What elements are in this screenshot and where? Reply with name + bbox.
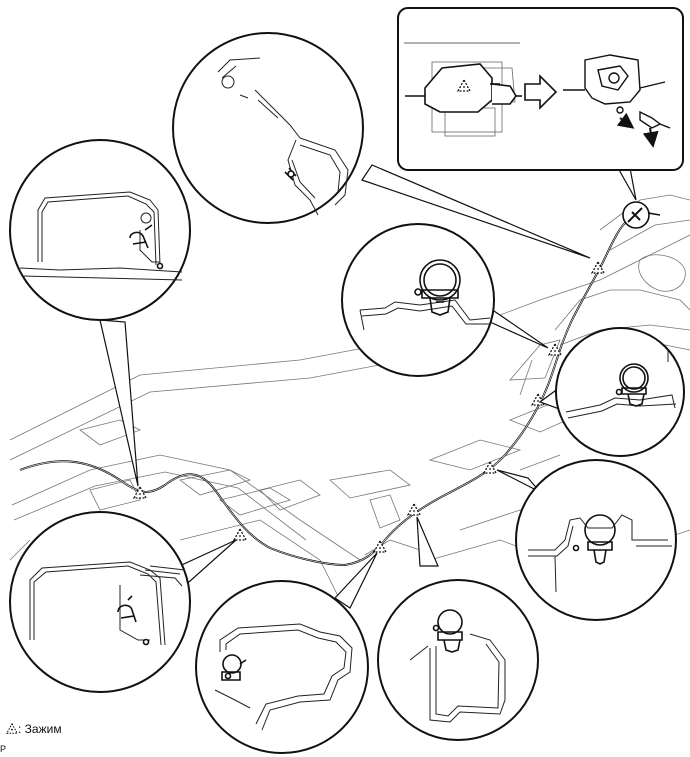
detail-callout-bottom-right: [377, 579, 539, 741]
step-arrow-icon: [524, 74, 558, 110]
connector-disconnect-box: [397, 7, 684, 171]
detail-callout-right-lower: [515, 459, 677, 621]
clamp-triangle-icon: [233, 528, 247, 541]
antenna-connector-end: [622, 201, 661, 229]
legend: : Зажим: [6, 722, 62, 736]
detail-callout-right-upper: [555, 327, 685, 457]
legend-text: : Зажим: [18, 722, 62, 736]
detail-callout-top-center: [172, 32, 364, 224]
callout-leaders: [99, 164, 637, 609]
reference-code: P: [0, 744, 7, 754]
clamp-triangle-icon: [373, 540, 387, 553]
harness-wire-highlight: [19, 212, 651, 566]
detail-callout-bottom-left: [9, 511, 191, 693]
clamp-triangle-icon: [6, 723, 18, 734]
clamp-triangle-icon: [407, 503, 421, 516]
detail-callout-mid-right: [341, 223, 495, 377]
detail-callout-bottom-center: [195, 580, 369, 754]
detail-callout-left: [9, 139, 191, 321]
connector-icon: [405, 63, 522, 113]
